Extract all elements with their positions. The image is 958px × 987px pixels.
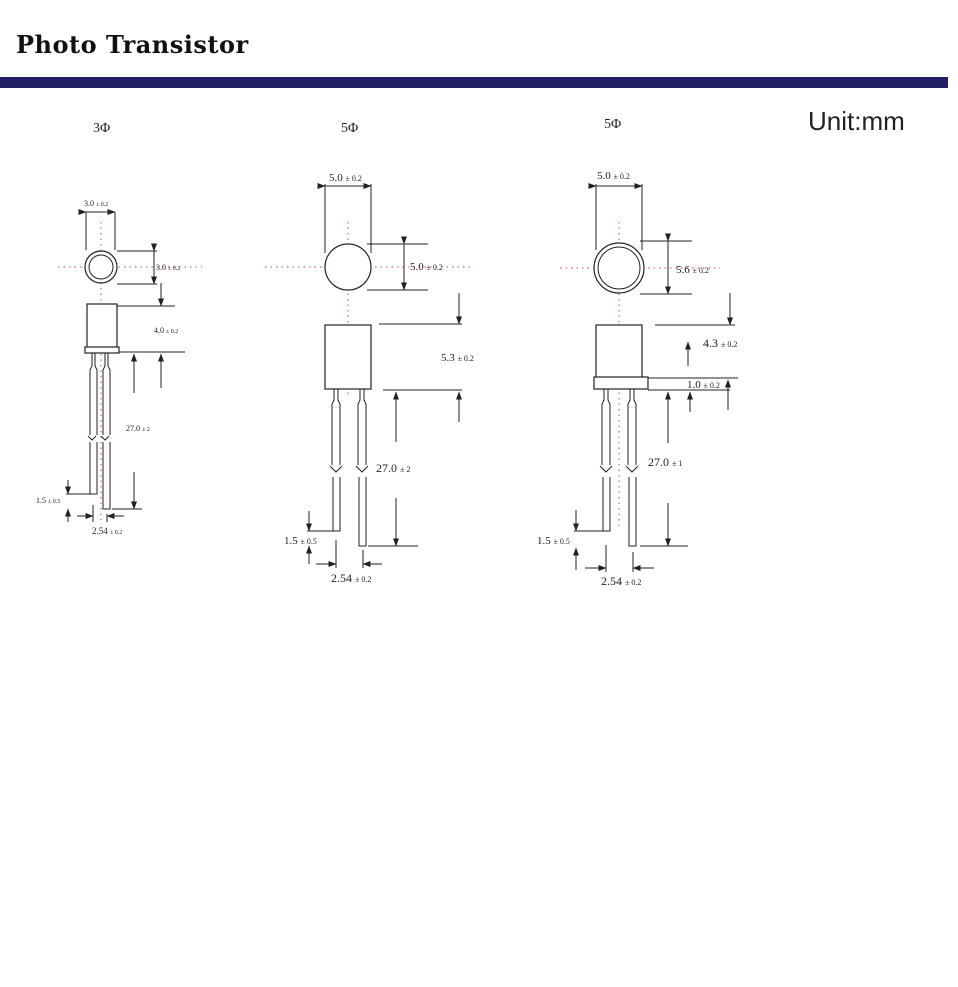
lens-outer (593, 242, 645, 294)
lead-right-lower (102, 442, 111, 510)
package-label: 5Φ (604, 117, 621, 132)
body-value: 4.0 ± 0.2 (154, 326, 178, 335)
package-body (595, 324, 643, 379)
lead-left-upper (89, 353, 98, 435)
lens-outer (84, 250, 118, 284)
lead-break (599, 465, 639, 473)
diameter-value: 3.0 ± 0.2 (156, 263, 180, 272)
lead-left-lower (89, 442, 98, 495)
lead-right-upper (627, 389, 637, 465)
width-value: 5.0 ± 0.2 (597, 170, 630, 182)
package-5phi-b: 5Φ 5.0 ± 0.2 5.6 ± 0.2 4.3 ± 0.2 1.0 ± 0… (537, 117, 738, 588)
package-flange (593, 376, 649, 390)
page-title: Photo Transistor (16, 30, 249, 59)
lead-left-lower (332, 477, 341, 532)
pitch-value: 2.54 ± 0.2 (601, 574, 641, 588)
diameter-value: 5.0 ± 0.2 (410, 261, 443, 273)
body-value: 4.3 ± 0.2 (703, 336, 737, 350)
package-label: 3Φ (93, 121, 110, 136)
lead-left-upper (601, 389, 611, 465)
package-body (86, 303, 118, 350)
lens-outer (324, 243, 372, 291)
package-3phi: 3Φ 3.0 ± 0.2 3.0 ± 0.2 4.0 ± 0.2 27.0 ± … (36, 121, 202, 536)
package-flange (84, 346, 120, 354)
unit-label: Unit:mm (808, 106, 905, 136)
package-body (324, 324, 372, 390)
package-5phi-a: 5Φ 5.0 ± 0.2 5.0 ± 0.2 5.3 ± 0.2 27.0 ± … (265, 121, 474, 585)
package-label: 5Φ (341, 121, 358, 136)
body-value: 5.3 ± 0.2 (441, 352, 474, 364)
width-value: 3.0 ± 0.2 (84, 199, 108, 208)
lead-value: 27.0 ± 2 (376, 461, 410, 475)
diameter-value: 5.6 ± 0.2 (676, 264, 709, 276)
lead-break (87, 435, 110, 441)
lens-inner (88, 254, 114, 280)
lens-inner (597, 246, 641, 290)
header-rule (0, 77, 948, 88)
lead-right-lower (628, 477, 637, 547)
lead-right-lower (358, 477, 367, 547)
standoff-value: 1.5 ± 0.5 (284, 535, 317, 547)
lead-left-lower (602, 477, 611, 532)
width-value: 5.0 ± 0.2 (329, 172, 362, 184)
flange-value: 1.0 ± 0.2 (687, 379, 720, 391)
lead-left-upper (331, 389, 341, 465)
lead-right-upper (102, 353, 111, 435)
pitch-value: 2.54 ± 0.2 (331, 571, 371, 585)
lead-value: 27.0 ± 1 (648, 455, 682, 469)
standoff-value: 1.5 ± 0.5 (537, 535, 570, 547)
pitch-value: 2.54 ± 0.2 (92, 526, 122, 536)
lead-value: 27.0 ± 2 (126, 424, 150, 433)
standoff-value: 1.5 ± 0.5 (36, 496, 60, 505)
lead-break (329, 465, 369, 473)
lead-right-upper (357, 389, 367, 465)
